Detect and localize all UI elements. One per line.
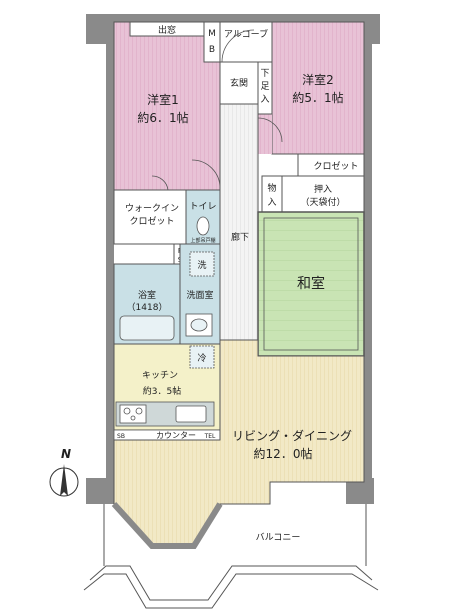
living-dining-size: 約12．0帖 xyxy=(254,446,313,461)
corridor-label: 廊下 xyxy=(231,231,249,243)
storage-char-1: 物 xyxy=(267,182,276,194)
washroom-label: 洗面室 xyxy=(186,289,213,301)
bathroom-size: （1418） xyxy=(127,302,168,313)
shoe-box-char-1: 下 xyxy=(260,69,269,79)
burner-icon xyxy=(123,407,131,415)
balcony-label: バルコニー xyxy=(256,532,301,543)
meter-box-label-m: M xyxy=(208,29,216,39)
toilet-label: トイレ xyxy=(189,202,216,212)
western-room-1-size: 約6．1帖 xyxy=(137,110,188,125)
kitchen-size: 約3．5帖 xyxy=(143,385,181,397)
japanese-room-label: 和室 xyxy=(297,275,325,292)
meter-box-label-b: B xyxy=(209,45,215,55)
washer-space xyxy=(189,251,215,277)
oshiire xyxy=(281,175,365,213)
bathtub-icon xyxy=(119,315,175,341)
walk-in-closet-label-1: ウォークイン xyxy=(125,203,179,214)
western-room-2-name: 洋室2 xyxy=(302,72,334,87)
corridor xyxy=(219,103,259,341)
bathroom-name: 浴室 xyxy=(138,289,156,301)
oshiire-label: 押入 xyxy=(314,183,332,195)
washer-label: 洗 xyxy=(197,259,206,271)
counter-label: カウンター xyxy=(156,431,196,440)
storage-char-2: 入 xyxy=(267,197,276,208)
entrance-label: 玄関 xyxy=(230,77,248,89)
sb-label: SB xyxy=(117,433,125,440)
walk-in-closet-label-2: クロゼット xyxy=(129,215,174,227)
japanese-room-inner xyxy=(263,217,359,351)
living-dining-name: リビング・ダイニング xyxy=(232,428,352,443)
toilet-bowl-icon xyxy=(196,216,210,236)
burner-icon xyxy=(130,415,136,421)
sink-basin-icon xyxy=(190,318,208,332)
north-label: N xyxy=(61,447,71,461)
shoe-box-char-3: 入 xyxy=(260,94,269,105)
upper-shelf-label: 上部吊戸棚 xyxy=(190,237,215,244)
entrance-door-swing xyxy=(221,29,255,63)
north-arrow: N xyxy=(49,447,79,497)
living-bay-window xyxy=(111,501,223,549)
alcove-label: アルコーブ xyxy=(224,28,268,40)
door-swing-1b xyxy=(151,175,169,191)
kitchen-name: キッチン xyxy=(142,370,178,381)
shoe-box xyxy=(257,61,273,115)
stove-icon xyxy=(119,404,147,424)
balcony-outer xyxy=(83,573,379,609)
north-arrow-needle-icon xyxy=(60,464,68,496)
fridge-space xyxy=(189,345,215,369)
tel-label: TEL xyxy=(204,433,216,440)
kitchen-sink-icon xyxy=(175,405,207,423)
fridge-label: 冷 xyxy=(197,352,206,364)
western-room-1-name: 洋室1 xyxy=(147,92,179,107)
shoe-box-char-2: 足 xyxy=(260,81,269,92)
oshiire-note: （天袋付） xyxy=(300,196,345,208)
meter-box xyxy=(203,21,221,63)
balcony xyxy=(89,565,373,601)
bay-window-label: 出窓 xyxy=(158,24,176,36)
burner-icon xyxy=(135,407,143,415)
closet-room-2-label: クロゼット xyxy=(313,160,358,172)
walk-in-closet xyxy=(113,189,187,245)
door-swing-2 xyxy=(257,117,283,143)
western-room-2 xyxy=(271,21,365,155)
western-room-2-size: 約5．1帖 xyxy=(292,90,343,105)
japanese-room xyxy=(257,211,365,357)
alcove xyxy=(219,21,273,63)
